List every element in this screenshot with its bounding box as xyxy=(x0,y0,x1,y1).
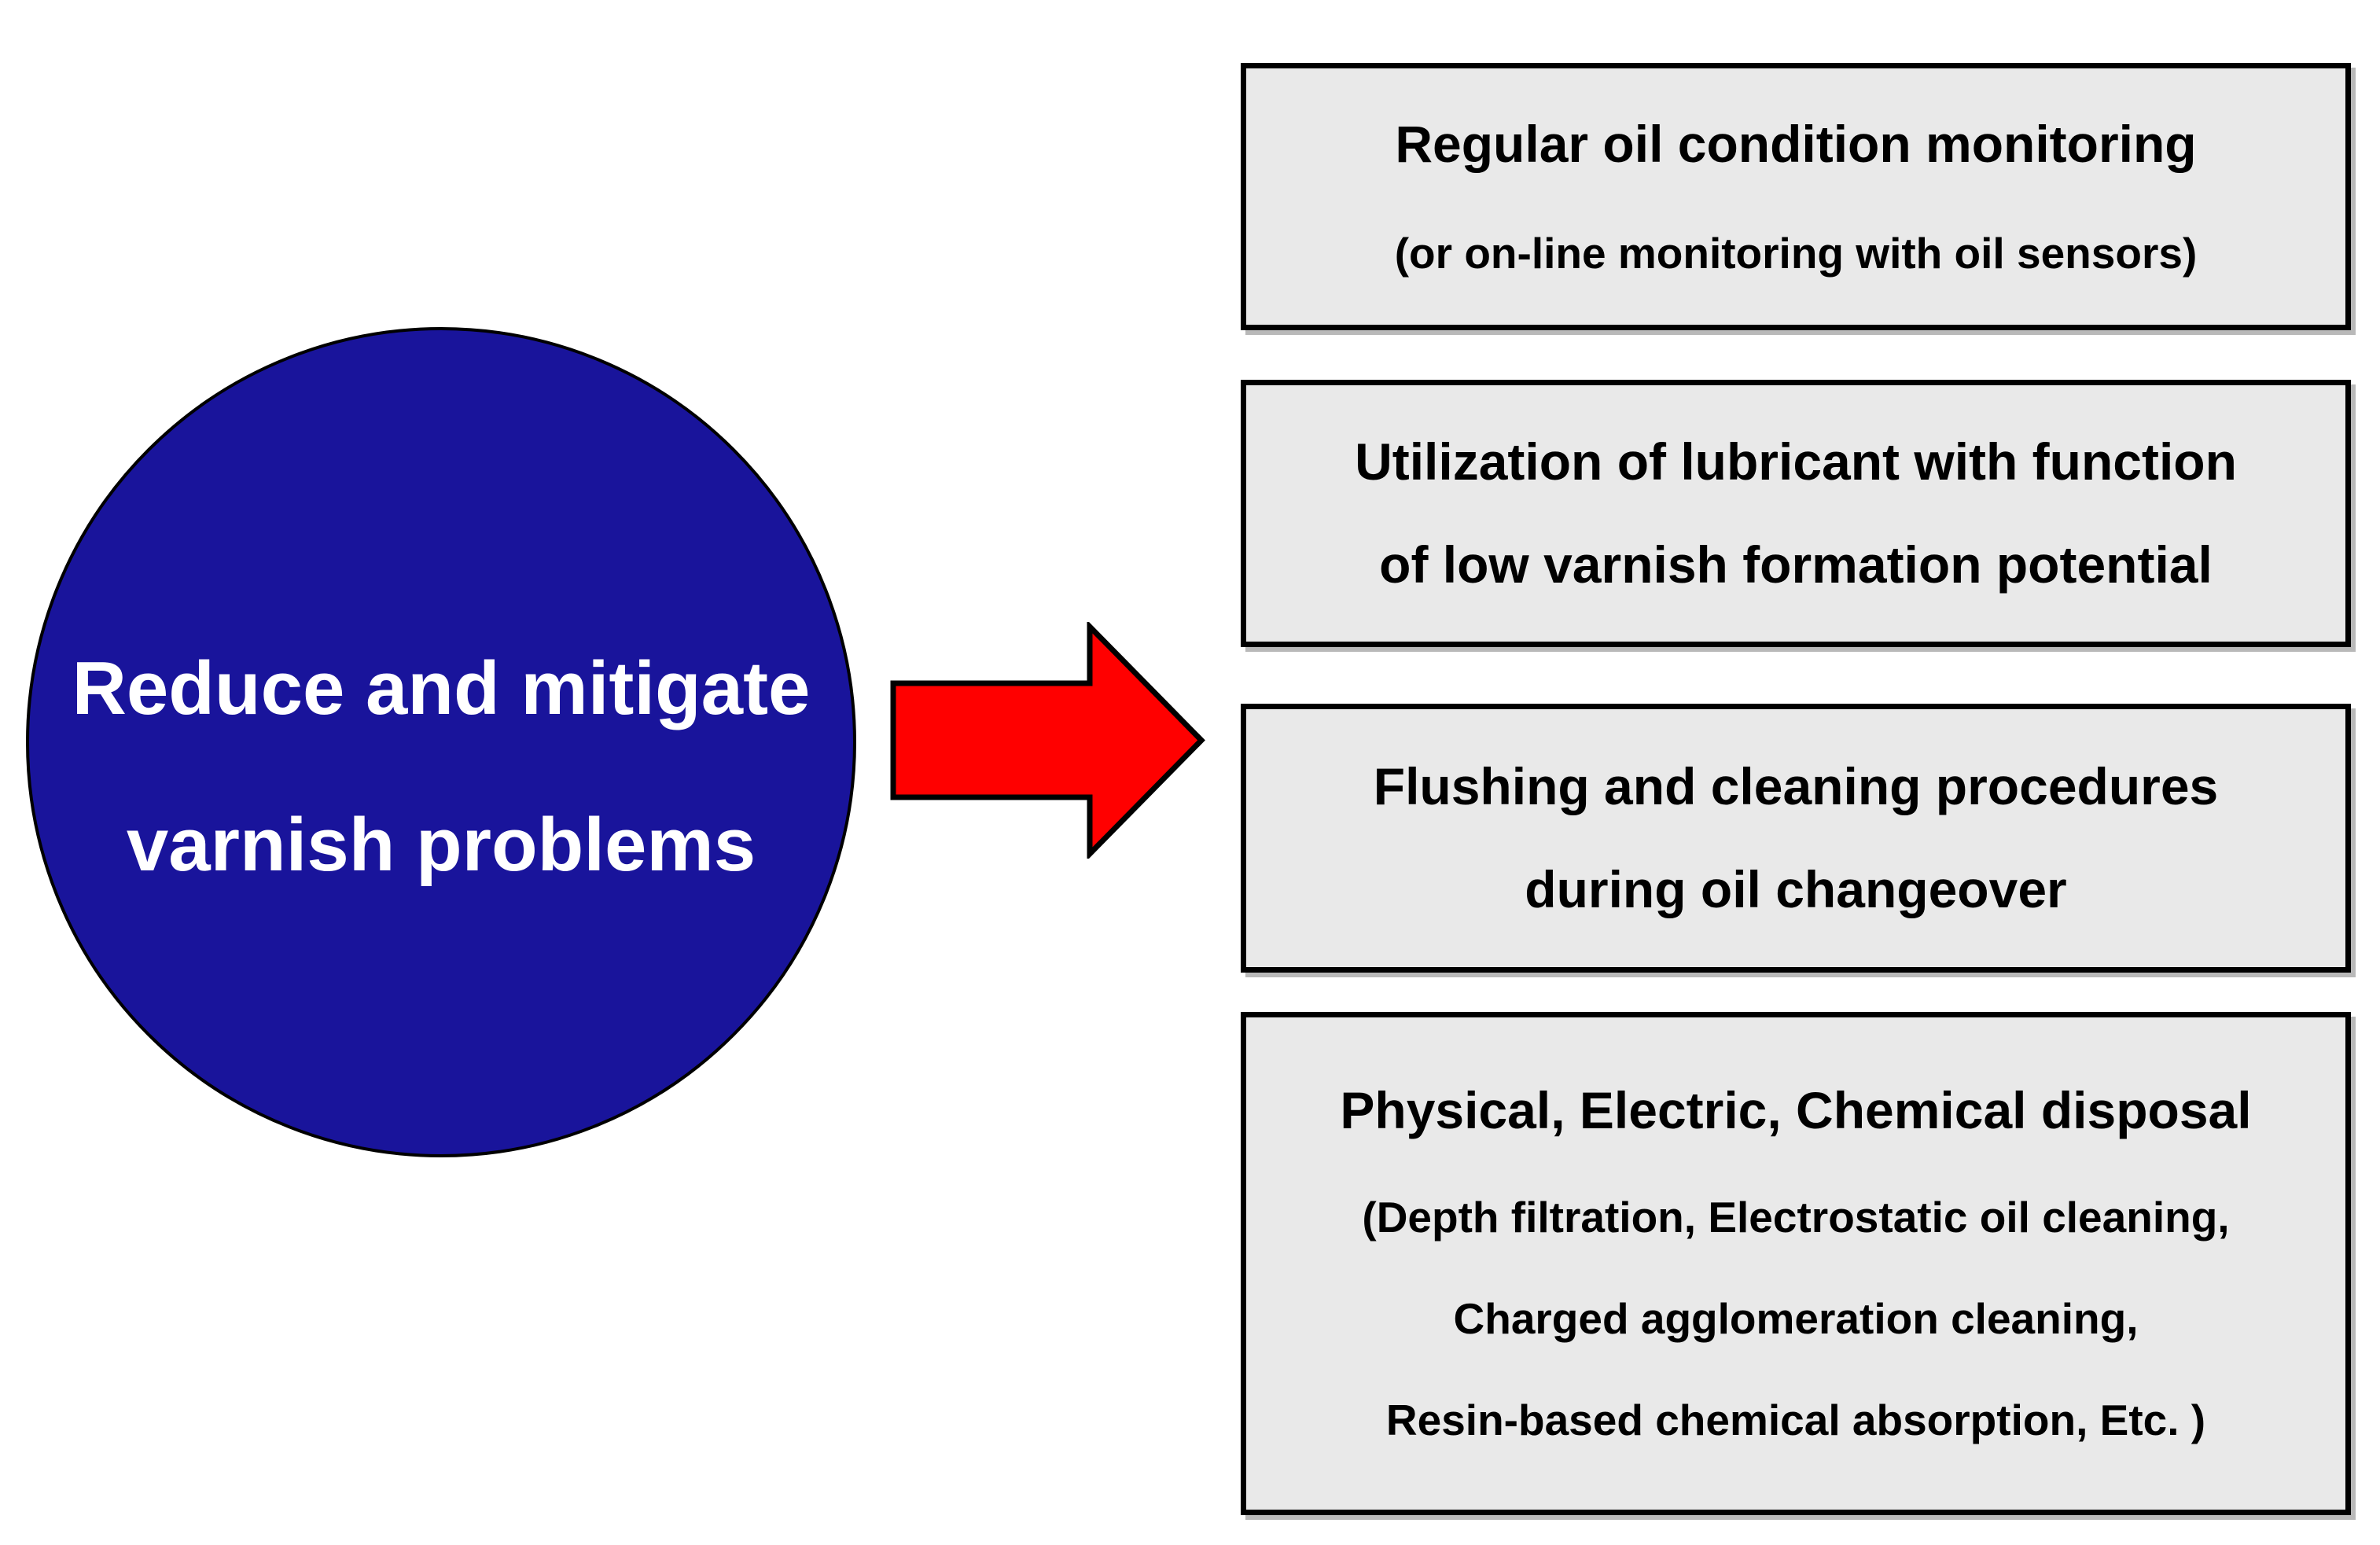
box-heading-line-2: of low varnish formation potential xyxy=(1379,535,2213,594)
box-heading-line-2: during oil changeover xyxy=(1525,860,2067,918)
box-heading-line-1: Flushing and cleaning procedures xyxy=(1373,756,2219,815)
solution-box-disposal-methods: Physical, Electric, Chemical disposal (D… xyxy=(1241,1012,2351,1515)
solution-box-flushing-cleaning: Flushing and cleaning procedures during … xyxy=(1241,704,2351,973)
circle-text-line-2: varnish problems xyxy=(126,803,756,887)
box-heading: Regular oil condition monitoring xyxy=(1395,114,2197,173)
box-heading-line-1: Utilization of lubricant with function xyxy=(1355,432,2237,491)
box-subtext: (or on-line monitoring with oil sensors) xyxy=(1394,228,2198,278)
solution-box-low-varnish-lubricant: Utilization of lubricant with function o… xyxy=(1241,380,2351,647)
reduce-mitigate-circle: Reduce and mitigate varnish problems xyxy=(26,327,856,1157)
flow-arrow xyxy=(888,622,1206,859)
circle-text-line-1: Reduce and mitigate xyxy=(72,646,811,731)
box-subtext-line-2: Charged agglomeration cleaning, xyxy=(1453,1293,2139,1343)
box-subtext-line-3: Resin-based chemical absorption, Etc. ) xyxy=(1385,1396,2206,1445)
right-arrow-icon xyxy=(890,622,1205,859)
box-subtext-line-1: (Depth filtration, Electrostatic oil cle… xyxy=(1362,1192,2230,1242)
solution-box-oil-condition-monitoring: Regular oil condition monitoring (or on-… xyxy=(1241,63,2351,330)
box-heading: Physical, Electric, Chemical disposal xyxy=(1340,1081,2252,1140)
